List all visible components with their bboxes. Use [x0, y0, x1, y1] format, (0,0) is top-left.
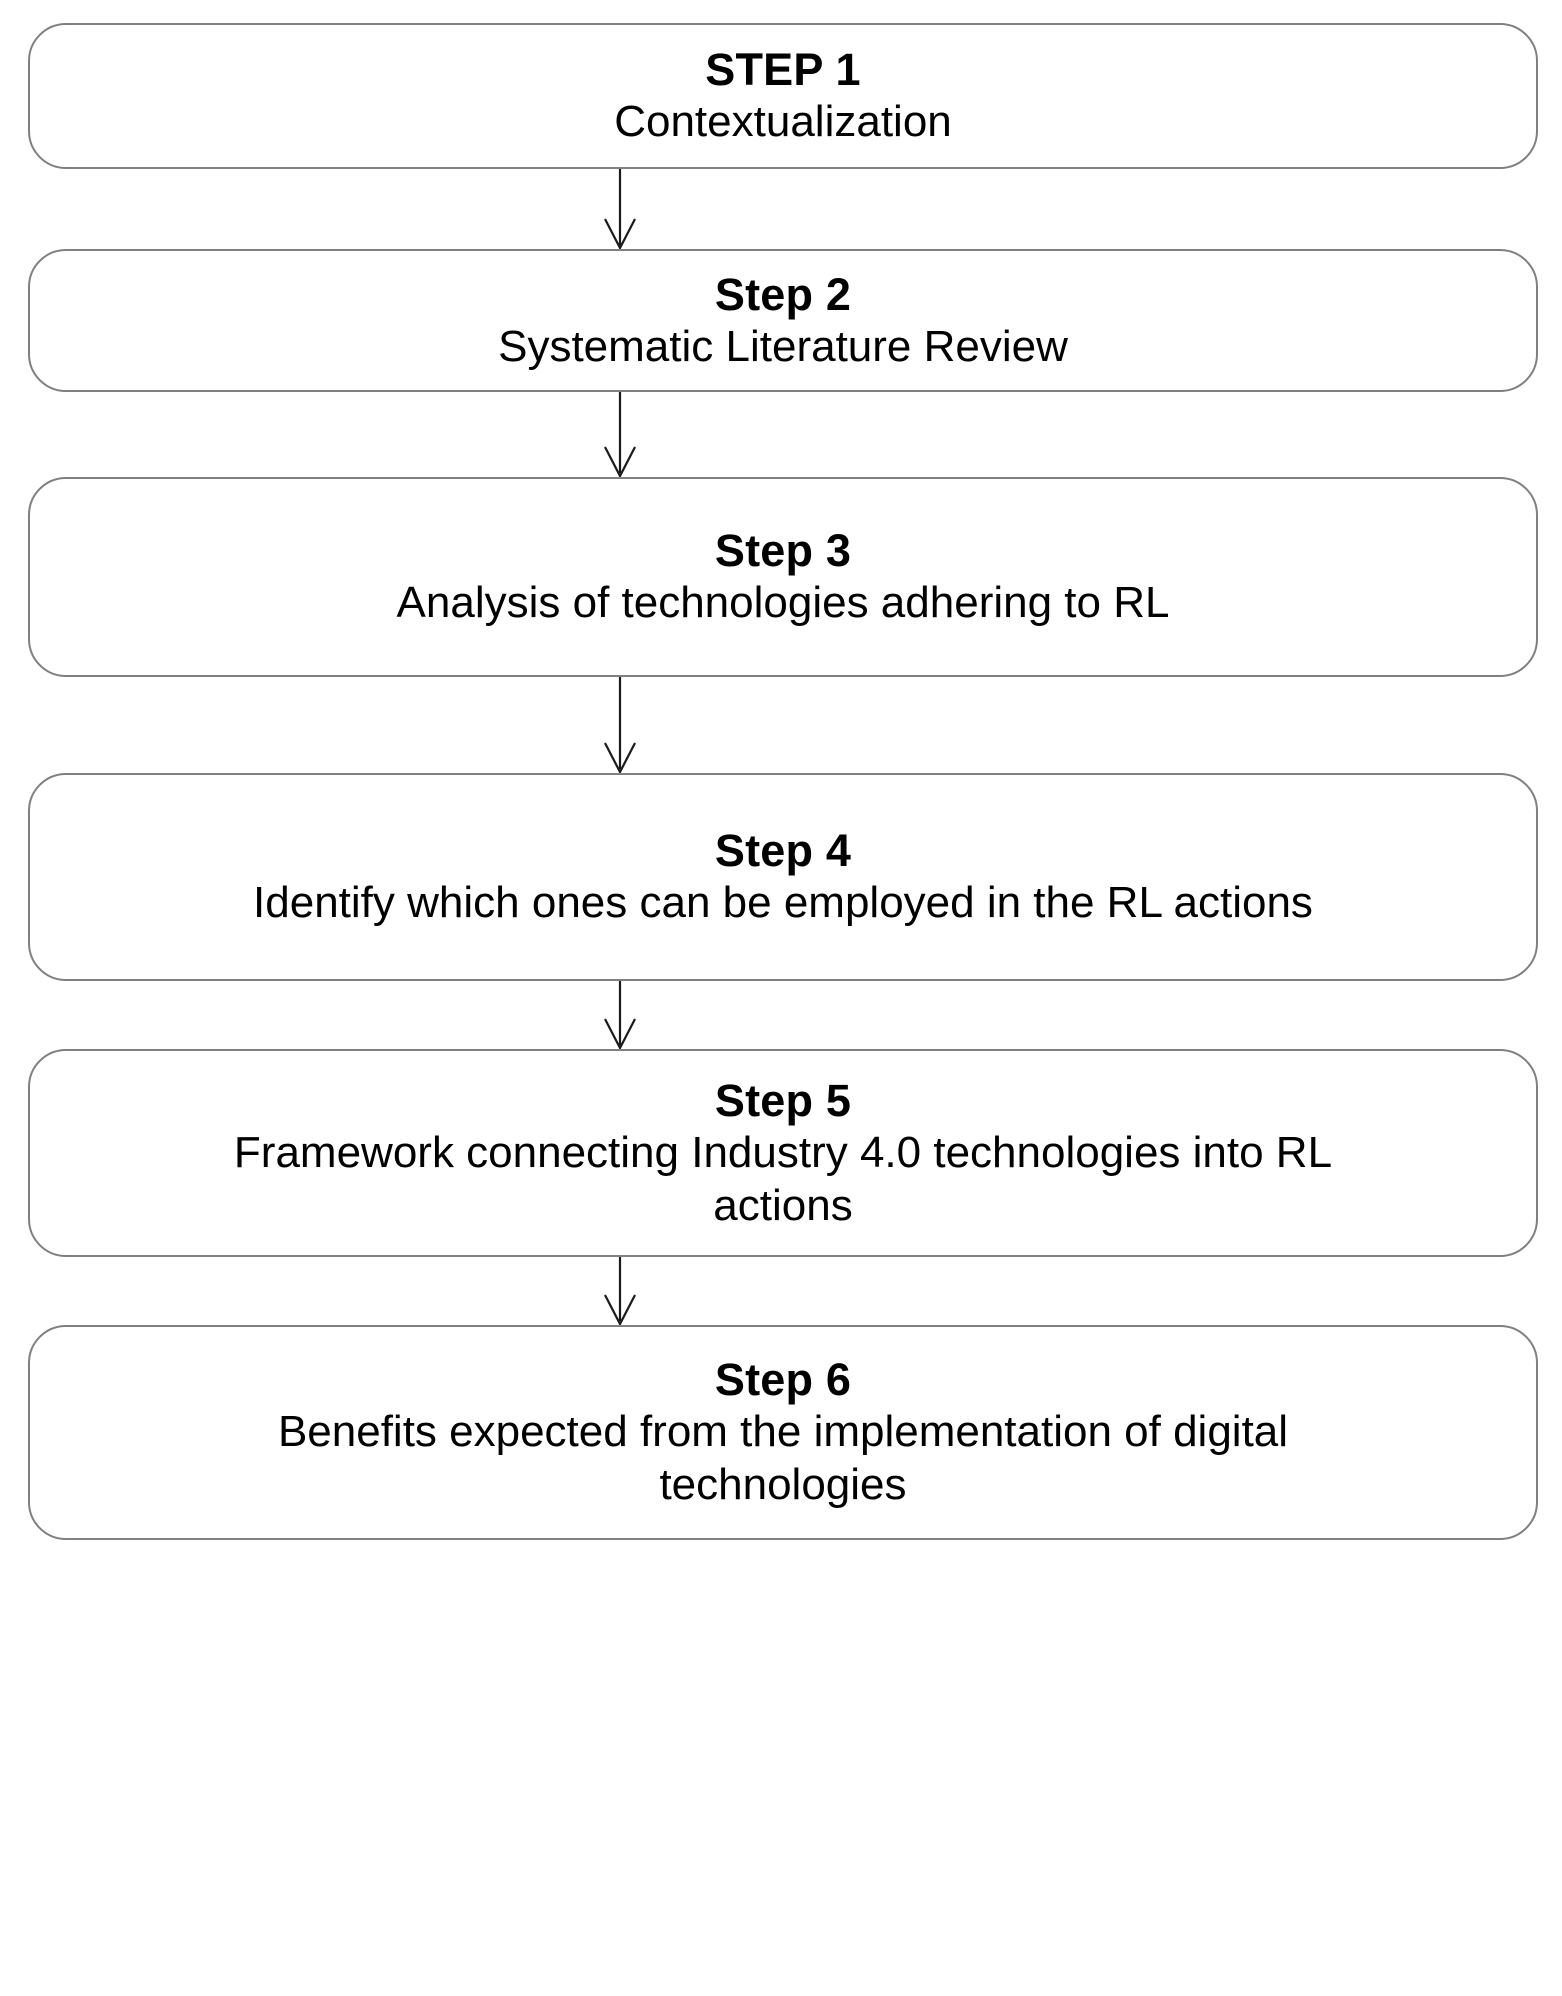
flow-node-step-6[interactable]: Step 6 Benefits expected from the implem…: [28, 1325, 1538, 1540]
flow-node-description: Benefits expected from the implementatio…: [277, 1407, 1289, 1510]
flow-node-title: Step 6: [714, 1354, 852, 1406]
flow-node-title: Step 3: [714, 525, 852, 577]
flow-node-step-2[interactable]: Step 2 Systematic Literature Review: [28, 249, 1538, 392]
flow-node-step-1[interactable]: STEP 1 Contextualization: [28, 23, 1538, 169]
connector-arrow-4: [0, 981, 1562, 1051]
flow-node-description: Framework connecting Industry 4.0 techno…: [233, 1127, 1333, 1230]
connector-arrow-1: [0, 169, 1562, 251]
flow-node-description: Systematic Literature Review: [498, 321, 1068, 371]
flow-node-description: Analysis of technologies adhering to RL: [396, 578, 1170, 628]
connector-arrow-3: [0, 677, 1562, 775]
flow-node-step-3[interactable]: Step 3 Analysis of technologies adhering…: [28, 477, 1538, 677]
flow-node-step-4[interactable]: Step 4 Identify which ones can be employ…: [28, 773, 1538, 981]
flow-node-step-5[interactable]: Step 5 Framework connecting Industry 4.0…: [28, 1049, 1538, 1257]
connector-arrow-2: [0, 392, 1562, 479]
flow-node-title: STEP 1: [705, 44, 861, 96]
flow-node-description: Contextualization: [614, 97, 952, 147]
flow-node-title: Step 5: [714, 1074, 852, 1126]
flow-node-title: Step 4: [714, 825, 852, 877]
flow-node-title: Step 2: [714, 268, 852, 320]
connector-arrow-5: [0, 1257, 1562, 1327]
flow-node-description: Identify which ones can be employed in t…: [253, 878, 1313, 928]
